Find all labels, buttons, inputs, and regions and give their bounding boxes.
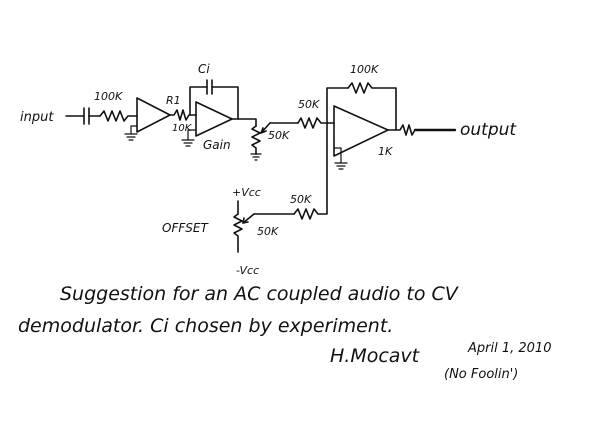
gain-pot-label: 50K: [268, 129, 290, 142]
second-opamp-ground-lead: [187, 129, 197, 141]
second-opamp-output-wire: [231, 118, 257, 127]
ci-right-lead: [211, 86, 239, 120]
second-opamp: Ci Gain 50K: [181, 62, 299, 161]
r1-resistor: [169, 109, 197, 121]
r1-value-label: 10K: [172, 123, 193, 134]
offset-resistor-label: 50K: [290, 193, 312, 206]
second-opamp-ground-icon: [181, 139, 195, 147]
feedback-resistor-label: 100K: [350, 63, 379, 76]
offset-resistor-50k: [293, 122, 328, 220]
vcc-negative-label: -Vcc: [236, 264, 259, 277]
signature-block: H.Mocavt April 1, 2010 (No Foolin'): [330, 341, 551, 382]
gain-potentiometer: [251, 125, 261, 155]
feedback-left-lead: [326, 87, 349, 124]
signature-date: April 1, 2010: [467, 341, 551, 356]
input-stage: input 100K: [20, 90, 138, 125]
offset-pot-label: 50K: [257, 225, 279, 238]
gain-label: Gain: [203, 138, 231, 152]
offset-wiper-arrow: [242, 213, 255, 224]
offset-potentiometer: [233, 213, 243, 253]
output-opamp-ground-icon: [334, 162, 348, 170]
gain-pot-wiper-arrow: [260, 122, 271, 134]
signature-name: H.Mocavt: [330, 345, 421, 367]
output-opamp-ground-lead: [333, 147, 342, 164]
output-opamp: 50K 100K 1K output: [297, 63, 517, 170]
offset-network: +Vcc -Vcc OFFSET 50K 50K: [162, 122, 328, 277]
sum-resistor-label: 50K: [298, 98, 320, 111]
input-resistor-label: 100K: [94, 90, 123, 103]
output-resistor-1k: [387, 124, 416, 136]
ci-left-lead: [189, 86, 208, 116]
input-label: input: [20, 110, 54, 125]
offset-label: OFFSET: [162, 221, 209, 235]
note-line-1: Suggestion for an AC coupled audio to CV: [60, 283, 460, 305]
note-line-2: demodulator. Ci chosen by experiment.: [18, 315, 393, 337]
r1-label: R1: [166, 94, 181, 107]
first-opamp-ground-icon: [124, 133, 138, 141]
input-resistor-100k: [99, 110, 138, 122]
output-opamp-triangle: [333, 105, 389, 157]
ci-label: Ci: [198, 62, 210, 76]
gain-pot-ground-icon: [250, 153, 262, 161]
notes: Suggestion for an AC coupled audio to CV…: [18, 283, 460, 337]
output-resistor-label: 1K: [378, 145, 393, 158]
second-opamp-triangle: [195, 101, 233, 137]
output-label: output: [460, 120, 517, 140]
offset-wiper-head: [242, 217, 249, 224]
feedback-resistor-100k: [347, 82, 397, 131]
first-opamp-ground-lead: [130, 125, 138, 135]
sum-resistor-50k: [297, 117, 335, 129]
vcc-positive-label: +Vcc: [232, 186, 261, 199]
first-opamp: R1 10K: [124, 94, 197, 141]
signature-aside: (No Foolin'): [444, 367, 518, 382]
first-opamp-triangle: [136, 97, 171, 133]
